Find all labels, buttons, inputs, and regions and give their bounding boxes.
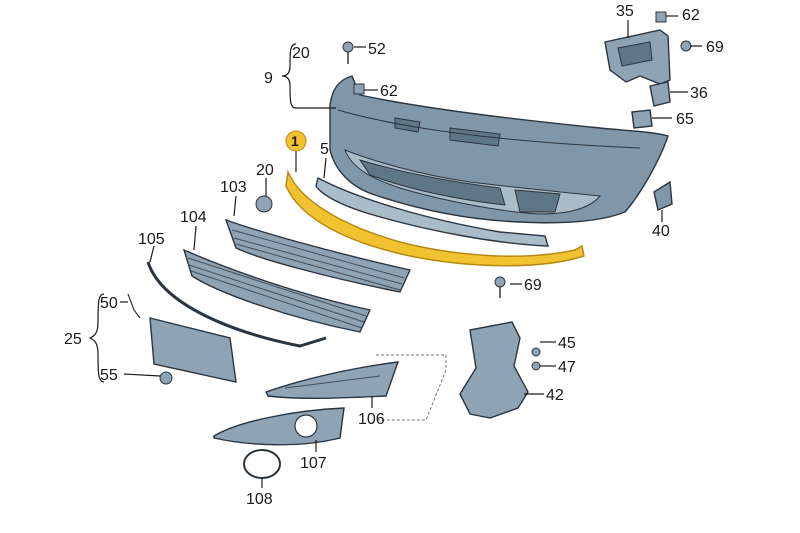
cap-20 [255, 195, 273, 213]
bracket-9 [281, 43, 297, 109]
part-labels: 1 20 9 52 62 35 62 69 36 65 40 5 20 103 … [64, 3, 724, 508]
lower-grille-106 [265, 361, 400, 399]
label-9: 9 [264, 70, 273, 87]
label-69-bottom: 69 [524, 277, 542, 294]
license-plate-bracket [127, 293, 237, 385]
grille-103 [224, 218, 411, 293]
label-36: 36 [690, 85, 708, 102]
screw-52 [342, 41, 354, 64]
fog-grille-107 [213, 407, 345, 446]
trim-strip-5 [315, 176, 549, 247]
trim-strip-105 [146, 261, 327, 348]
label-5: 5 [320, 141, 329, 158]
bracket-25 [88, 293, 105, 383]
ring-108 [243, 449, 281, 479]
label-50: 50 [100, 295, 118, 312]
label-55: 55 [100, 367, 118, 384]
label-65: 65 [676, 111, 694, 128]
label-104: 104 [180, 209, 207, 226]
label-108: 108 [246, 491, 273, 508]
label-20-top: 20 [292, 45, 310, 62]
spoiler-part-1 [285, 169, 585, 267]
highlight-badge [285, 130, 307, 152]
nut-62 [353, 83, 365, 95]
mounting-bracket-35 [604, 11, 692, 85]
label-1: 1 [291, 133, 299, 149]
label-35: 35 [616, 3, 634, 20]
grille-104 [182, 248, 371, 333]
label-103: 103 [220, 179, 247, 196]
bumper-cover [329, 75, 669, 224]
bracket-36 [649, 81, 671, 107]
clip-65 [631, 109, 653, 129]
label-45: 45 [558, 335, 576, 352]
label-69-top: 69 [706, 39, 724, 56]
cover-40 [653, 180, 673, 211]
callout-outline-106 [376, 354, 447, 421]
leader-lines [120, 15, 702, 488]
label-42: 42 [546, 387, 564, 404]
screw-69 [494, 276, 506, 298]
label-52: 52 [368, 41, 386, 58]
label-47: 47 [558, 359, 576, 376]
bracket-42 [459, 321, 541, 419]
label-62-right: 62 [682, 7, 700, 24]
label-106: 106 [358, 411, 385, 428]
label-62-left: 62 [380, 83, 398, 100]
label-20-cap: 20 [256, 162, 274, 179]
label-40: 40 [652, 223, 670, 240]
label-107: 107 [300, 455, 327, 472]
label-25: 25 [64, 331, 82, 348]
label-105: 105 [138, 231, 165, 248]
